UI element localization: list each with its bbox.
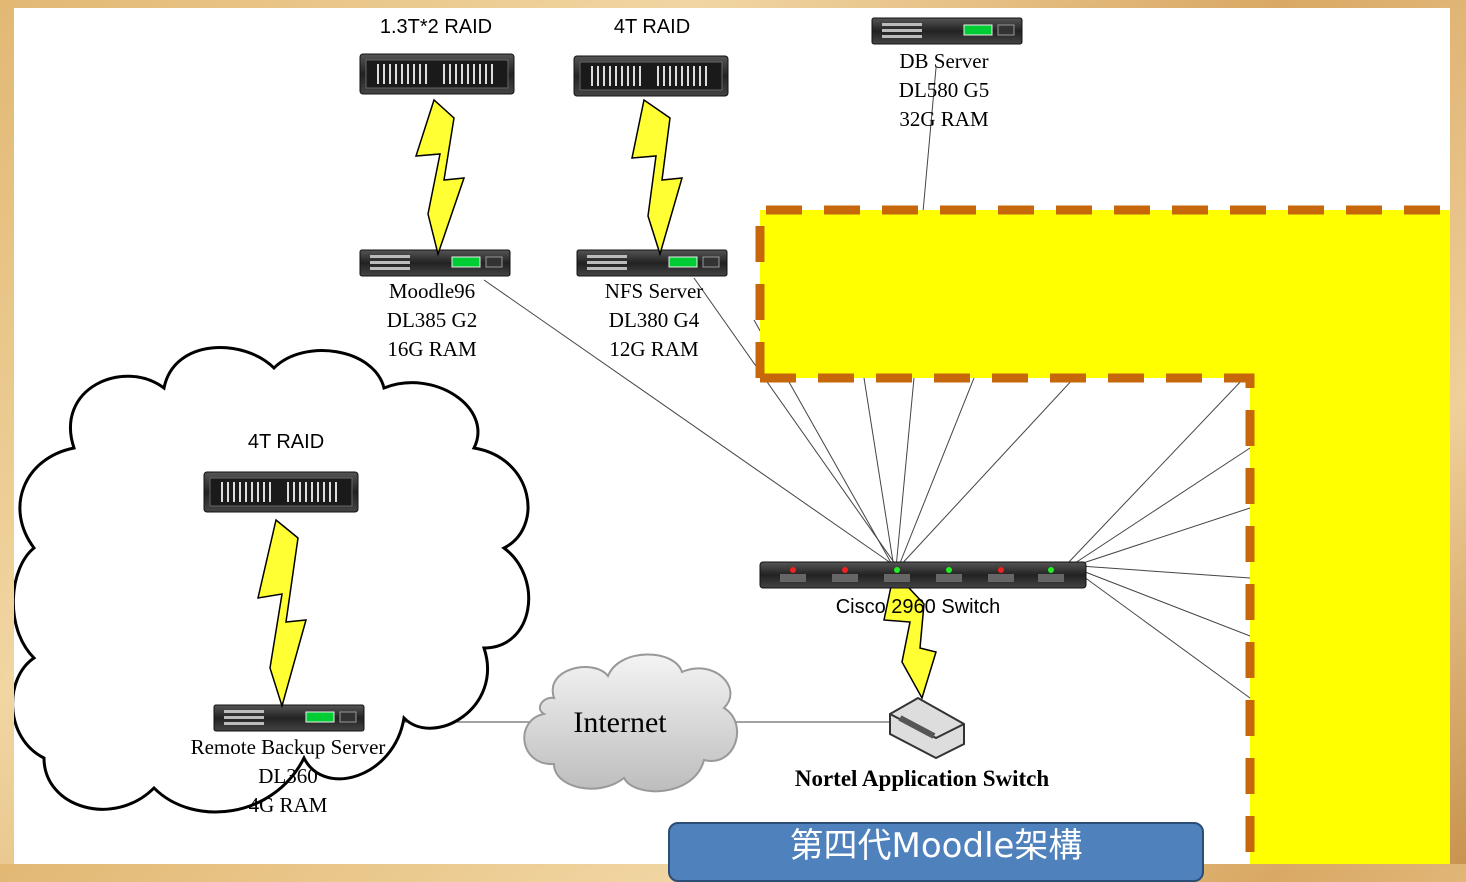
highlight-border: [755, 205, 1450, 864]
network-links: [359, 67, 1251, 723]
raid-storage-icon: [573, 55, 729, 97]
moodle96-ram: 16G RAM: [387, 337, 477, 361]
nfs-server-label: NFS Server: [605, 279, 704, 303]
raid-storage-icon: [359, 53, 515, 95]
rack-server-icon: [576, 249, 728, 277]
switch-label: Cisco 2960 Switch: [836, 596, 1001, 618]
backup-server-label: Remote Backup Server: [191, 735, 386, 759]
lightning-link-icon: [257, 98, 937, 709]
backup-server-model: DL360: [258, 764, 318, 788]
db-server-label: DB Server: [899, 49, 988, 73]
rack-server-icon: [213, 704, 365, 732]
db-server-model: DL580 G5: [899, 78, 989, 102]
network-switch-icon: [759, 561, 1087, 589]
db-server-ram: 32G RAM: [899, 107, 989, 131]
highlight-region: [760, 210, 1450, 864]
network-diagram-canvas: 1.3T*2 RAID 4T RAID 4T RAID DB Server DL…: [14, 8, 1450, 864]
raid-label: 4T RAID: [248, 431, 324, 453]
backup-server-ram: 4G RAM: [249, 793, 328, 817]
rack-server-icon: [359, 249, 511, 277]
nfs-server-model: DL380 G4: [609, 308, 700, 332]
rack-server-icon: [871, 17, 1023, 45]
nortel-label: Nortel Application Switch: [795, 766, 1049, 791]
raid-label: 1.3T*2 RAID: [380, 16, 492, 38]
nfs-server-ram: 12G RAM: [609, 337, 699, 361]
cloud-icon: [523, 653, 739, 793]
moodle96-label: Moodle96: [389, 279, 475, 303]
moodle96-model: DL385 G2: [387, 308, 477, 332]
internet-label: Internet: [573, 706, 667, 739]
raid-storage-icon: [203, 471, 359, 513]
raid-label: 4T RAID: [614, 16, 690, 38]
slide-caption: 第四代Moodle架構: [668, 822, 1204, 882]
router-icon: [889, 696, 965, 760]
